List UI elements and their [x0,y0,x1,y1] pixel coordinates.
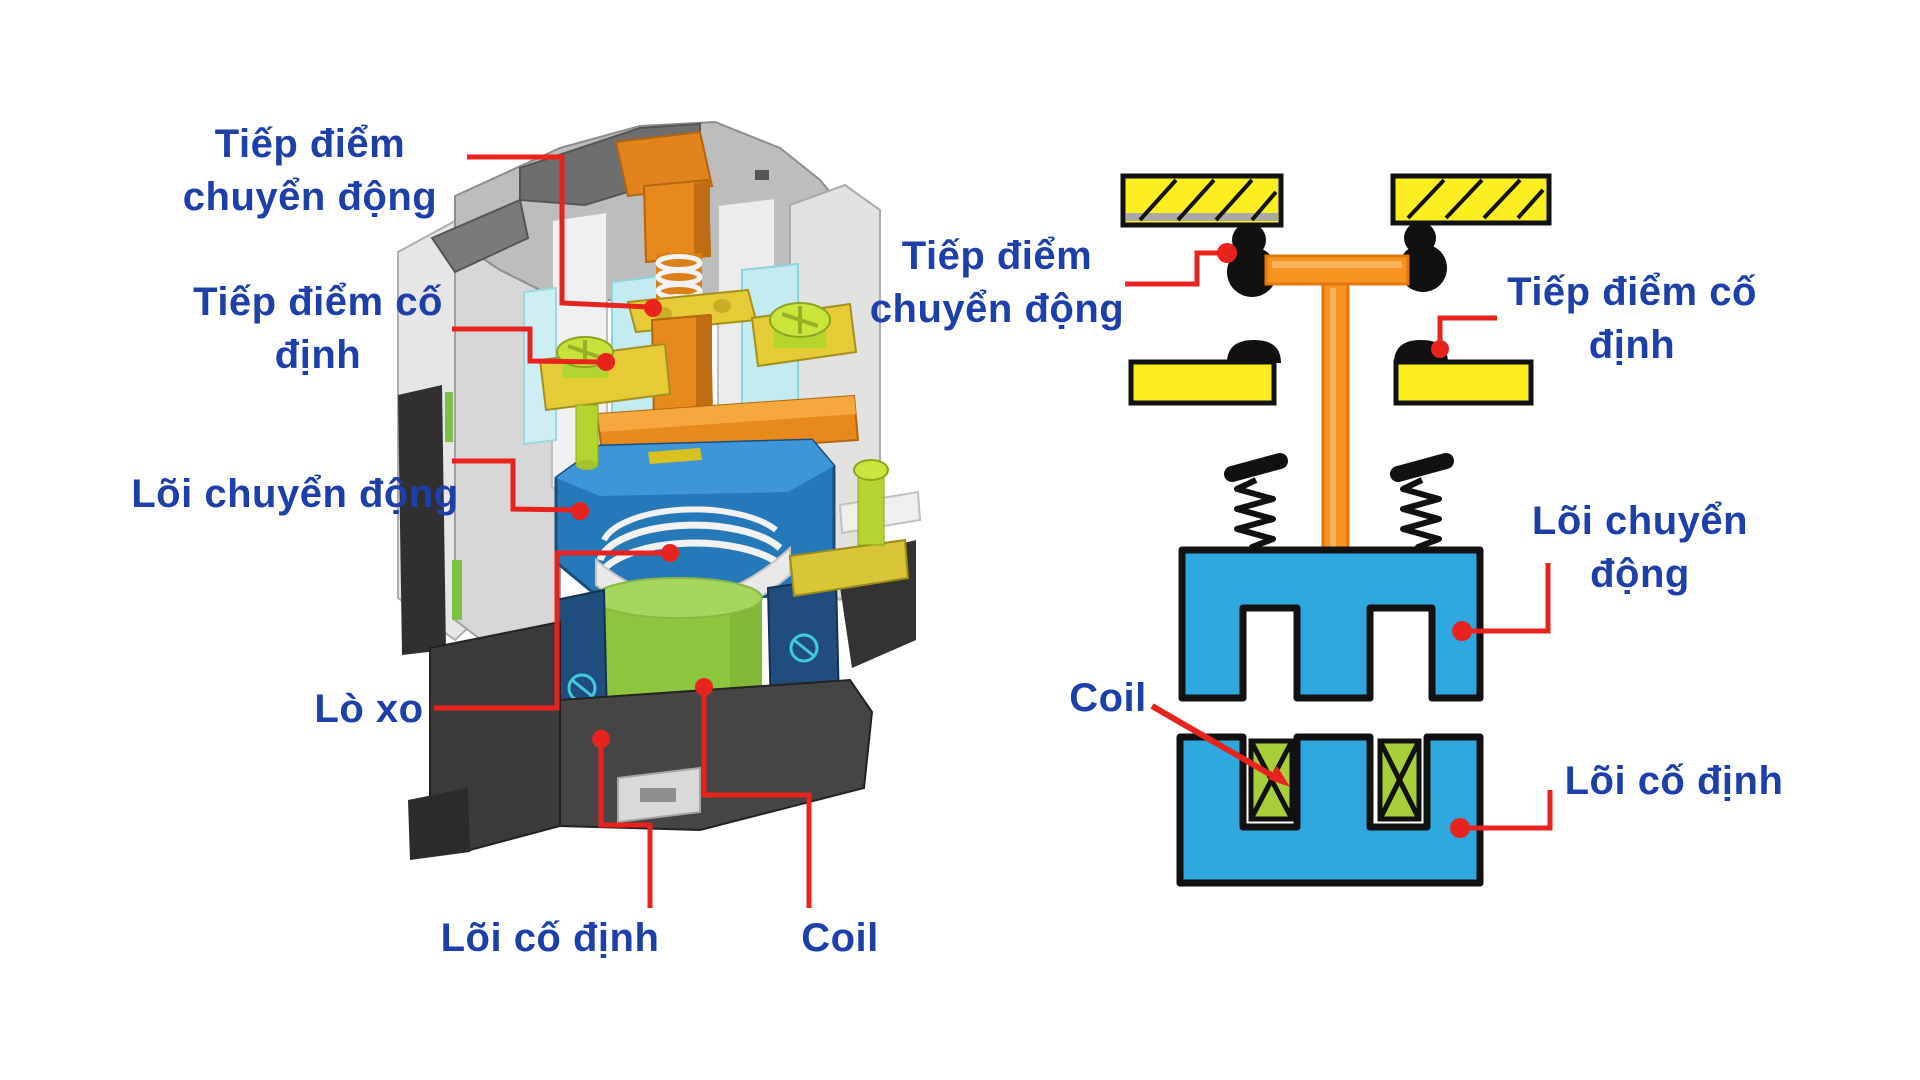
label-schematic-fixed-core: Lõi cố định [1564,759,1784,803]
fixed-core-symbol [1176,733,1484,887]
label-3d-spring: Lò xo [314,687,424,731]
fixed-contact-symbol [1128,340,1534,406]
moving-core-symbol [1178,546,1484,702]
label-3d-fixed-core: Lõi cố định [440,916,660,960]
supply-bar-right [1390,173,1552,226]
leader-lines-schematic [1125,243,1553,838]
label-3d-moving-contact: Tiếp điểm chuyển động [182,122,438,219]
leader-lines-3d [434,154,812,908]
spring-symbol [1224,453,1454,555]
label-3d-fixed-contact: Tiếp điểm cố định [193,280,443,377]
base-3d [408,540,916,860]
label-schematic-moving-contact: Tiếp điểm chuyển động [869,234,1125,331]
label-schematic-fixed-contact: Tiếp điểm cố định [1507,270,1757,367]
label-3d-moving-core: Lõi chuyển động [131,472,459,516]
label-schematic-moving-core: Lõi chuyển động [1531,499,1749,596]
label-schematic-coil: Coil [1069,676,1147,720]
supply-bar-left [1120,173,1284,228]
contactor-3d-illustration [397,120,922,860]
armature-symbol [1264,254,1410,554]
label-3d-coil: Coil [801,916,879,960]
schematic-diagram [1120,173,1552,887]
